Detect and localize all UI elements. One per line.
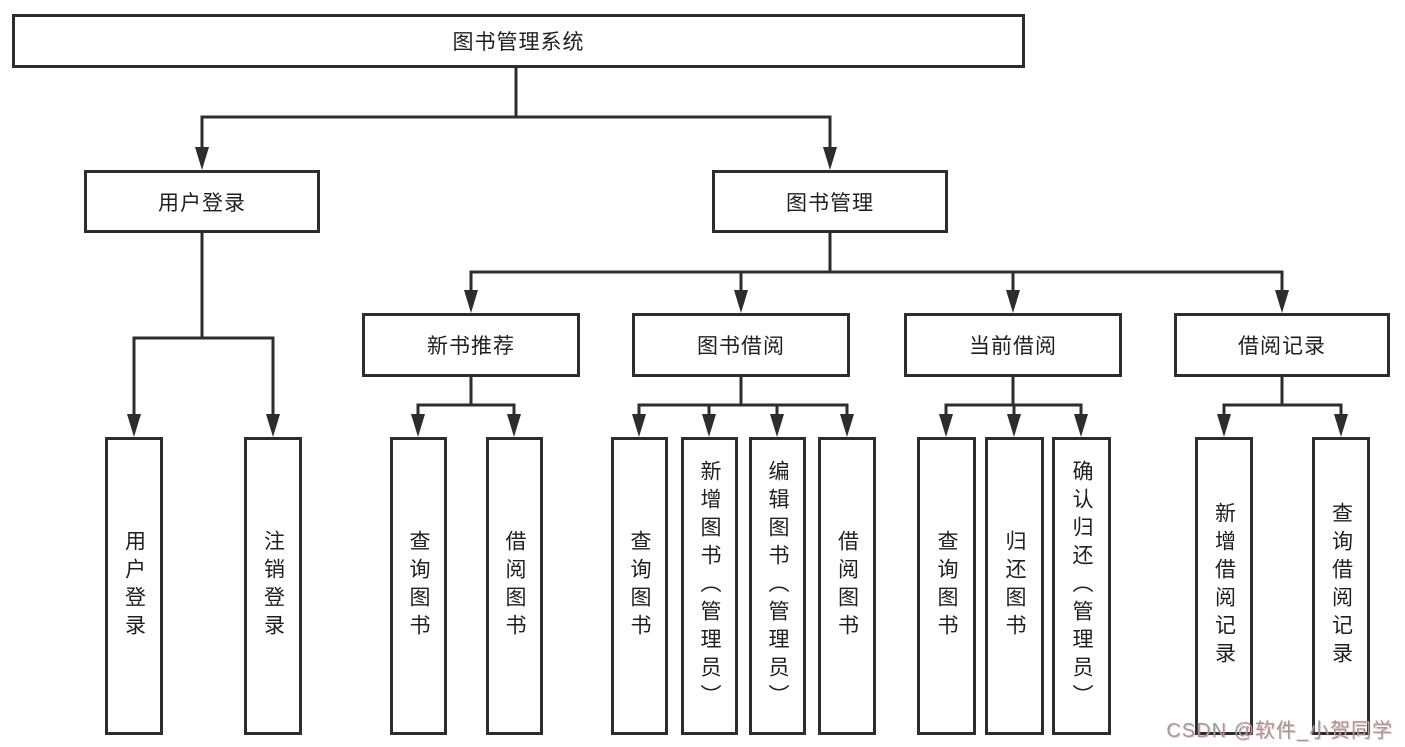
connector-line xyxy=(200,115,832,150)
leaf-add-borrow-record: 新增借阅记录 xyxy=(1195,437,1253,735)
leaf-label: 查询图书 xyxy=(407,530,431,642)
connector-line xyxy=(637,403,849,416)
arrow-down-icon xyxy=(770,414,784,437)
node-borrow-records: 借阅记录 xyxy=(1174,313,1390,377)
arrow-down-icon xyxy=(939,414,953,437)
leaf-label: 借阅图书 xyxy=(835,530,859,642)
arrow-down-icon xyxy=(734,290,748,313)
leaf-label: 用户登录 xyxy=(122,530,146,642)
arrow-down-icon xyxy=(195,147,209,170)
leaf-query-book-recommend: 查询图书 xyxy=(390,437,447,735)
leaf-label: 借阅图书 xyxy=(503,530,527,642)
arrow-down-icon xyxy=(1217,414,1231,437)
leaf-label: 查询借阅记录 xyxy=(1329,502,1353,670)
leaf-label: 查询图书 xyxy=(935,530,959,642)
arrow-down-icon xyxy=(1334,414,1348,437)
arrow-down-icon xyxy=(702,414,716,437)
arrow-down-icon xyxy=(823,147,837,170)
connector-line xyxy=(416,403,516,416)
arrow-down-icon xyxy=(266,414,280,437)
leaf-add-book-admin: 新增图书（管理员） xyxy=(681,437,738,735)
leaf-logout-login: 注销登录 xyxy=(244,437,302,735)
leaf-label: 新增借阅记录 xyxy=(1212,502,1236,670)
leaf-borrow-book-recommend: 借阅图书 xyxy=(486,437,543,735)
connector-line xyxy=(469,270,1284,292)
arrow-down-icon xyxy=(840,414,854,437)
arrow-down-icon xyxy=(507,414,521,437)
arrow-down-icon xyxy=(1074,414,1088,437)
arrow-down-icon xyxy=(632,414,646,437)
arrow-down-icon xyxy=(1275,290,1289,313)
arrow-down-icon xyxy=(464,290,478,313)
leaf-edit-book-admin: 编辑图书（管理员） xyxy=(749,437,806,735)
node-user-login: 用户登录 xyxy=(84,170,320,233)
arrow-down-icon xyxy=(127,414,141,437)
node-root-system: 图书管理系统 xyxy=(12,14,1025,68)
node-book-management: 图书管理 xyxy=(712,170,948,233)
node-book-borrow: 图书借阅 xyxy=(632,313,850,377)
leaf-user-login: 用户登录 xyxy=(105,437,163,735)
leaf-label: 查询图书 xyxy=(628,530,652,642)
leaf-label: 编辑图书（管理员） xyxy=(766,460,790,712)
leaf-query-book-borrow: 查询图书 xyxy=(611,437,668,735)
leaf-label: 注销登录 xyxy=(261,530,285,642)
node-current-borrow: 当前借阅 xyxy=(904,313,1122,377)
leaf-query-borrow-record: 查询借阅记录 xyxy=(1312,437,1370,735)
leaf-return-book: 归还图书 xyxy=(985,437,1044,735)
arrow-down-icon xyxy=(1006,290,1020,313)
connector-line xyxy=(132,336,275,416)
leaf-label: 新增图书（管理员） xyxy=(698,460,722,712)
csdn-watermark: CSDN @软件_小贺同学 xyxy=(1166,720,1393,742)
arrow-down-icon xyxy=(411,414,425,437)
connector-line xyxy=(1222,403,1343,416)
node-new-book-recommend: 新书推荐 xyxy=(362,313,580,377)
leaf-label: 确认归还（管理员） xyxy=(1070,460,1094,712)
leaf-label: 归还图书 xyxy=(1003,530,1027,642)
arrow-down-icon xyxy=(1007,414,1021,437)
leaf-query-book-current: 查询图书 xyxy=(917,437,976,735)
leaf-borrow-book: 借阅图书 xyxy=(818,437,876,735)
leaf-confirm-return-admin: 确认归还（管理员） xyxy=(1052,437,1111,735)
